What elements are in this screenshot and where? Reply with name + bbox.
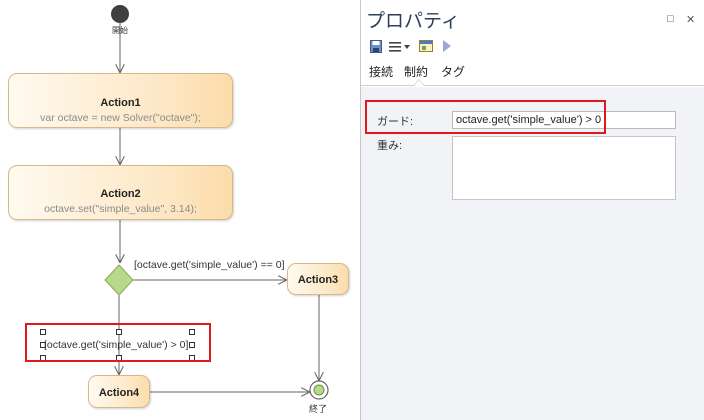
guard-label-action3[interactable]: [octave.get('simple_value') == 0] — [134, 259, 285, 271]
close-button[interactable]: ✕ — [686, 14, 696, 26]
selection-handle[interactable] — [189, 329, 195, 335]
action1-node[interactable]: Action1 var octave = new Solver("octave"… — [8, 73, 233, 128]
panel-title: プロパティ — [366, 11, 460, 32]
diagram-connectors — [104, 5, 329, 400]
action2-name: Action2 — [100, 188, 141, 200]
maximize-button[interactable]: □ — [667, 13, 674, 25]
selection-handle[interactable] — [189, 342, 195, 348]
play-icon[interactable] — [443, 40, 451, 52]
highlight-box-panel — [365, 100, 606, 134]
selection-handle[interactable] — [116, 329, 122, 335]
weight-field-label: 重み: — [377, 140, 403, 152]
chevron-down-icon[interactable] — [404, 45, 410, 49]
weight-input[interactable] — [452, 136, 676, 200]
action3-name: Action3 — [297, 274, 339, 286]
action3-node[interactable]: Action3 — [287, 263, 349, 295]
highlight-box-diagram — [25, 323, 211, 362]
properties-panel: プロパティ □ ✕ 接続 制約 タグ ガード: 重み: — [360, 0, 704, 420]
guard-label-action4[interactable]: [octave.get('simple_value') > 0] — [44, 339, 189, 351]
selection-handle[interactable] — [40, 329, 46, 335]
initial-node-label: 開始 — [112, 26, 128, 35]
guard-input[interactable] — [452, 111, 676, 129]
guard-field-label: ガード: — [377, 116, 414, 128]
tab-connections[interactable]: 接続 — [369, 65, 394, 79]
constraints-content: ガード: 重み: — [361, 87, 704, 420]
initial-node[interactable] — [111, 5, 129, 23]
final-node-label: 終了 — [309, 404, 328, 414]
tab-tags[interactable]: タグ — [441, 65, 466, 79]
action4-node[interactable]: Action4 — [88, 375, 150, 408]
action4-name: Action4 — [98, 387, 140, 399]
final-node-core — [313, 384, 325, 396]
save-icon[interactable] — [370, 40, 382, 53]
action2-code: octave.set("simple_value", 3.14); — [44, 203, 197, 215]
active-tab-indicator — [413, 79, 425, 86]
tab-constraints[interactable]: 制約 — [404, 65, 429, 79]
action1-name: Action1 — [100, 97, 141, 109]
action2-node[interactable]: Action2 octave.set("simple_value", 3.14)… — [8, 165, 233, 220]
action1-code: var octave = new Solver("octave"); — [40, 112, 201, 124]
menu-icon[interactable] — [389, 42, 401, 52]
tab-bar: 接続 制約 タグ — [361, 60, 704, 86]
decision-node[interactable] — [104, 264, 134, 296]
selection-handle[interactable] — [40, 342, 46, 348]
properties-dialog-icon[interactable] — [419, 40, 433, 52]
activity-diagram[interactable]: 開始 Action1 var octave = new Solver("octa… — [0, 0, 358, 420]
